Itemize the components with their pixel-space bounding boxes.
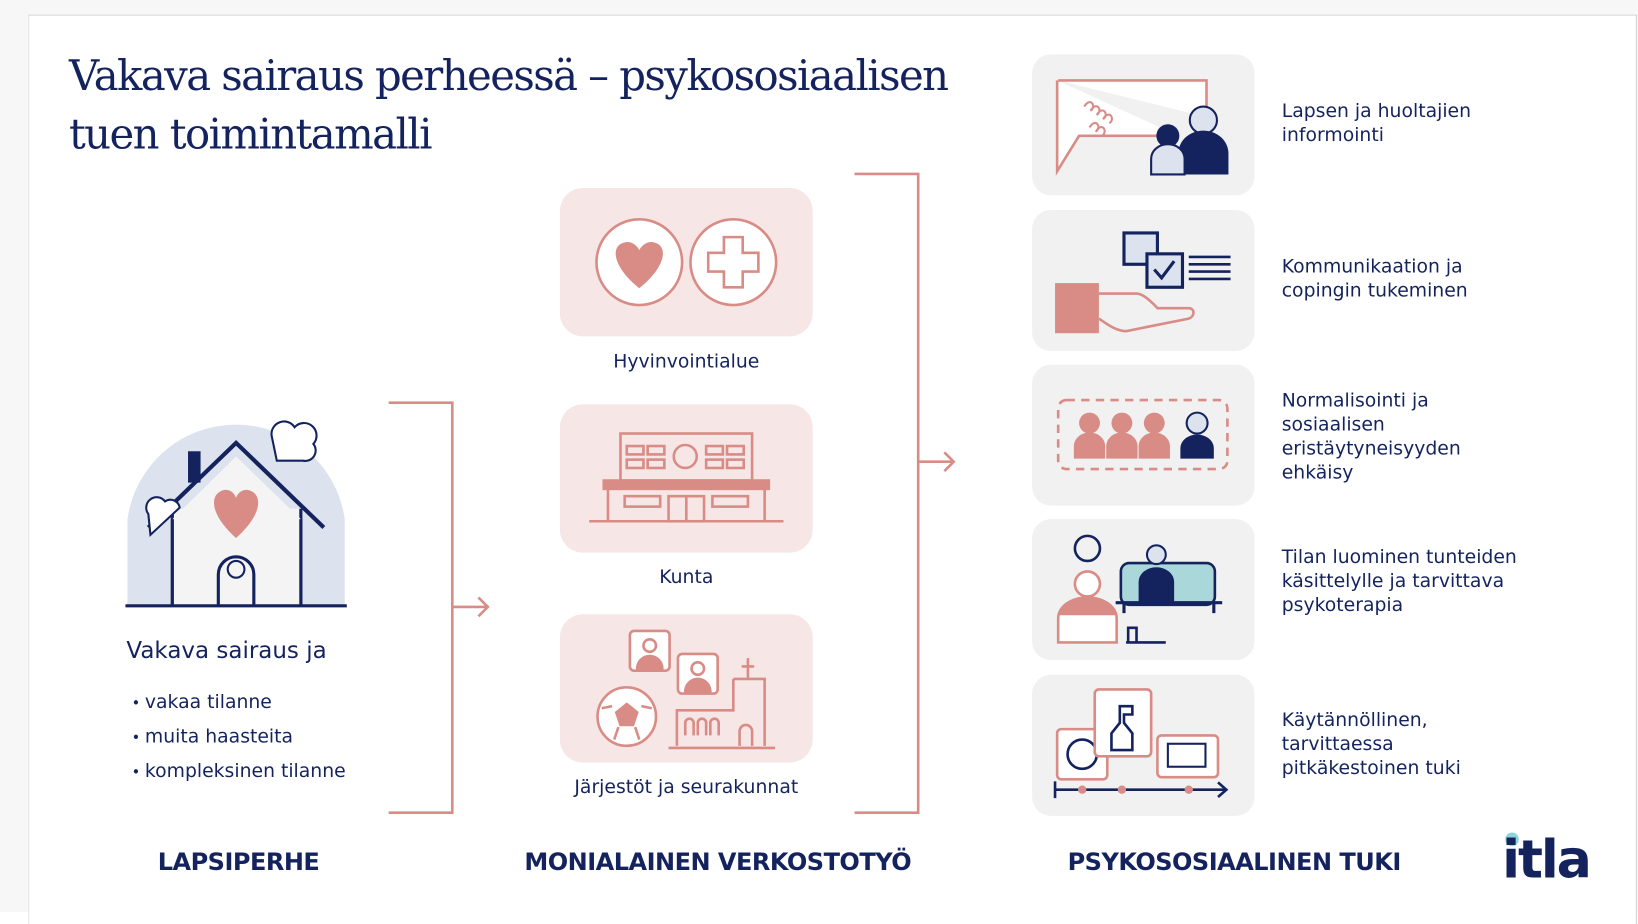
logo-text: itla [1502, 829, 1592, 890]
informing-icon [1032, 54, 1255, 196]
communication-icon [1032, 209, 1255, 351]
support-label: Käytännöllinen, tarvittaessa pitkäkestoi… [1281, 709, 1461, 780]
section-label-support: PSYKOSOSIAALINEN TUKI [1067, 849, 1402, 877]
family-heading: Vakava sairaus ja [126, 638, 327, 665]
house-illustration [125, 404, 349, 609]
section-label-network: MONIALAINEN VERKOSTOTYÖ [524, 849, 912, 877]
family-list: vakaa tilanne muita haasteita kompleksin… [132, 686, 346, 789]
card-label: Järjestöt ja seurakunnat [574, 776, 799, 799]
bracket-arrow-2 [854, 172, 958, 820]
normalisation-icon [1032, 364, 1255, 506]
bracket-arrow-1 [388, 401, 493, 819]
slide: Vakava sairaus perheessä – psykososiaali… [28, 14, 1637, 924]
family-item: vakaa tilanne [132, 686, 346, 720]
page-title: Vakava sairaus perheessä – psykososiaali… [68, 52, 949, 159]
card-label: Hyvinvointialue [613, 350, 760, 373]
card-label: Kunta [659, 566, 714, 589]
card-organizations-icon [559, 614, 813, 763]
card-kunta-icon [559, 404, 813, 553]
section-label-family: LAPSIPERHE [157, 849, 320, 877]
family-item: kompleksinen tilanne [132, 755, 346, 789]
family-item: muita haasteita [132, 721, 346, 755]
practical-support-icon [1032, 674, 1255, 816]
card-hyvinvointialue-icon [559, 188, 813, 337]
support-label: Normalisointi ja sosiaalisen eristäytyne… [1281, 389, 1461, 484]
support-label: Kommunikaation ja copingin tukeminen [1281, 255, 1468, 302]
support-label: Lapsen ja huoltajien informointi [1281, 100, 1472, 147]
support-label: Tilan luominen tunteiden käsittelylle ja… [1281, 546, 1517, 617]
therapy-icon [1032, 519, 1255, 661]
